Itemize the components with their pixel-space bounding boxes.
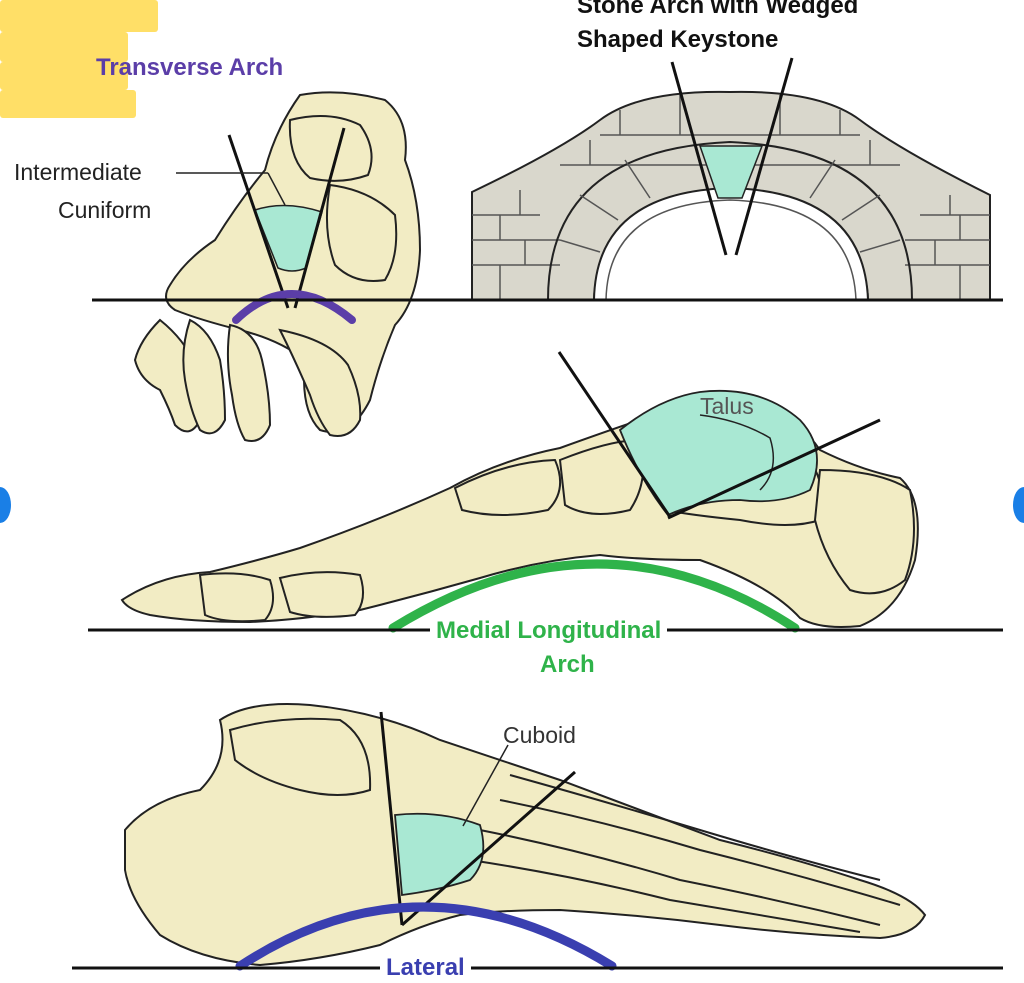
- cuniform-label: Cuniform: [58, 197, 152, 223]
- transverse-arch-curve: [232, 290, 356, 324]
- medial-arch-label-text: Medial Longitudinal: [436, 617, 662, 644]
- stone-arch-title-line2: Shaped Keystone: [577, 26, 779, 53]
- medial-arch-label-line1: Medial Longitudinal: [430, 617, 668, 644]
- lateral-arch-label: Lateral: [380, 956, 471, 980]
- next-nav-dot[interactable]: [1013, 487, 1024, 523]
- intermediate-label: Intermediate: [14, 159, 142, 185]
- highlight-talus: [0, 62, 128, 90]
- lateral-arch-curve: [235, 902, 617, 971]
- cuboid-label: Cuboid: [503, 722, 576, 748]
- talus-label: Talus: [700, 393, 754, 419]
- prev-nav-dot[interactable]: [0, 487, 11, 523]
- stone-arch-title-line1: Stone Arch with Wedged: [577, 0, 859, 19]
- lateral-arch-label-text: Lateral: [386, 954, 465, 981]
- highlight-cuboid: [0, 90, 136, 118]
- highlight-cuniform: [0, 32, 128, 62]
- foot-lateral-view: [124, 703, 927, 967]
- medial-arch-label-line2: Arch: [540, 651, 595, 678]
- stone-arch-illustration: [471, 57, 991, 301]
- transverse-arch-label: Transverse Arch: [96, 54, 284, 81]
- medial-arch-curve: [388, 559, 800, 633]
- cuboid-bone: [394, 812, 485, 897]
- highlight-intermediate: [0, 0, 158, 32]
